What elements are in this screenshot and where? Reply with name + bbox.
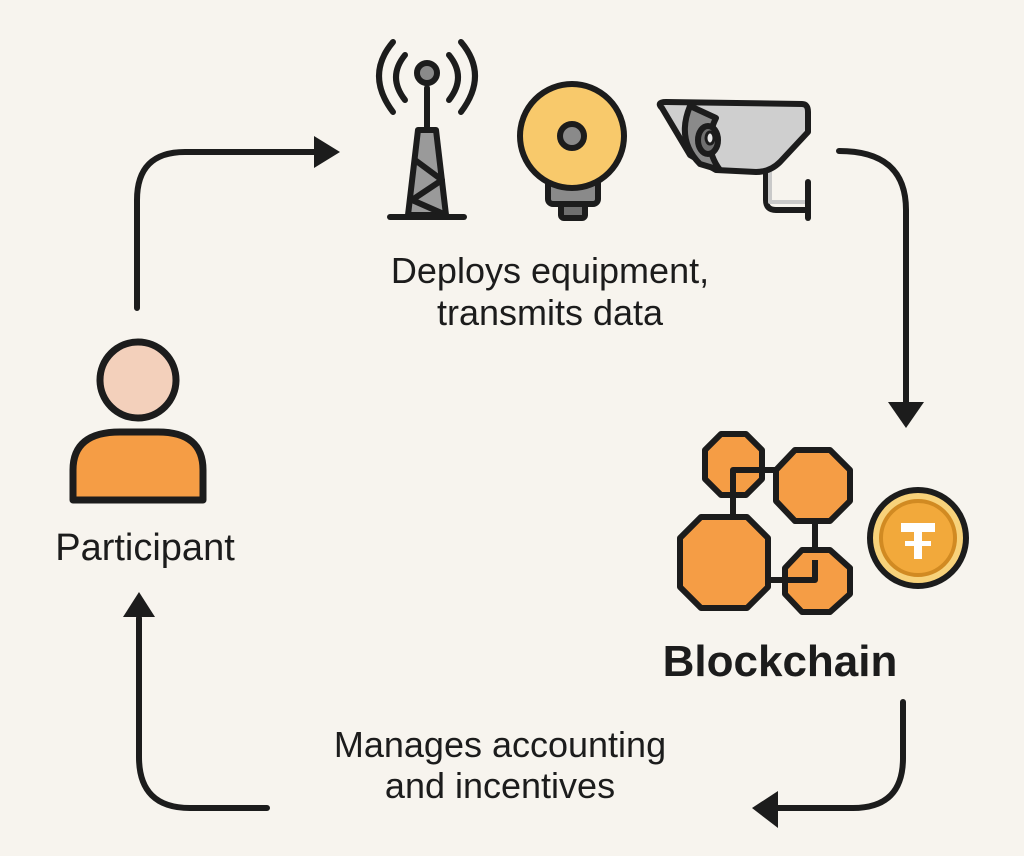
participant-label: Participant <box>55 527 235 569</box>
blockchain-network-icon <box>677 431 853 615</box>
equipment-label-line2: transmits data <box>436 292 664 334</box>
token-coin-icon <box>867 487 969 589</box>
person-icon <box>69 338 207 504</box>
radio-tower-icon <box>376 39 478 220</box>
accounting-label-line1: Manages accounting <box>333 724 667 765</box>
security-camera-icon <box>656 99 811 221</box>
arrow-blockchain-to-accounting <box>752 699 906 828</box>
accounting-label-line2: and incentives <box>384 765 616 807</box>
accounting-step-label: Manages accounting and incentives <box>250 724 750 807</box>
sensor-light-icon <box>517 81 627 221</box>
blockchain-label: Blockchain <box>662 637 898 686</box>
arrow-equipment-to-blockchain <box>836 148 924 428</box>
arrow-accounting-to-participant <box>123 592 270 811</box>
equipment-step-label: Deploys equipment, transmits data <box>300 250 800 335</box>
equipment-label-line1: Deploys equipment, <box>390 250 710 291</box>
arrow-participant-to-equipment <box>134 136 340 311</box>
